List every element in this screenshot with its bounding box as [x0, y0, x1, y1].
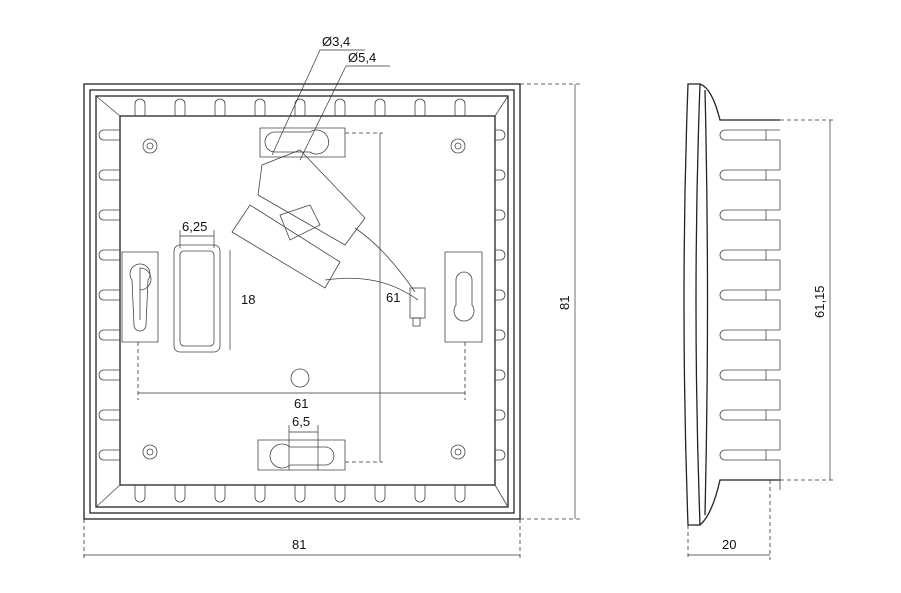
depth-label: 20	[722, 537, 737, 552]
overall-height-label: 81	[557, 295, 572, 310]
side-fin	[719, 249, 780, 261]
vent-slot-top	[214, 98, 226, 116]
vent-slot-bottom	[414, 485, 426, 503]
vent-slot-right	[495, 209, 506, 221]
vent-slot-right	[495, 129, 506, 141]
vent-slot-left	[98, 369, 120, 381]
base-plate	[119, 115, 496, 486]
vent-slot-right	[495, 329, 506, 341]
vent-slot-bottom	[374, 485, 386, 503]
vent-slot-right	[495, 249, 506, 261]
vent-slot-left	[98, 449, 120, 461]
vent-slot-bottom	[134, 485, 146, 503]
hole-small-diameter-label: Ø3,4	[322, 34, 351, 49]
vent-slot-left	[98, 129, 120, 141]
battery-holder	[231, 149, 426, 327]
vent-slot-top	[414, 98, 426, 116]
slot-height-label: 18	[241, 292, 256, 307]
front-view	[83, 49, 580, 560]
side-fin	[719, 409, 780, 421]
vent-slot-left	[98, 209, 120, 221]
side-fin	[719, 449, 780, 461]
slot-width-label: 6,25	[182, 219, 208, 234]
dimension-lines	[83, 49, 580, 560]
outer-frame	[83, 83, 521, 520]
vent-slot-left	[98, 409, 120, 421]
vent-slot-bottom	[174, 485, 186, 503]
frame-border	[89, 89, 515, 514]
vent-slot-right	[495, 449, 506, 461]
vent-slot-right	[495, 369, 506, 381]
vent-slot-left	[98, 249, 120, 261]
vent-slot-left	[98, 289, 120, 301]
side-fin	[719, 129, 780, 141]
vent-slot-right	[495, 289, 506, 301]
vent-slot-bottom	[254, 485, 266, 503]
keyhole-right	[444, 251, 483, 343]
vent-slot-right	[495, 409, 506, 421]
vent-slot-left	[98, 329, 120, 341]
vent-slot-right	[495, 169, 506, 181]
vent-slot-left	[98, 169, 120, 181]
vent-slot-top	[374, 98, 386, 116]
side-fin	[719, 289, 780, 301]
frame-inner-border	[95, 95, 509, 508]
vent-slots	[98, 98, 506, 503]
vent-slot-bottom	[334, 485, 346, 503]
side-fin	[719, 369, 780, 381]
vent-slot-top	[454, 98, 466, 116]
side-fin	[719, 329, 780, 341]
overall-width-label: 81	[292, 537, 307, 552]
vent-slot-bottom	[294, 485, 306, 503]
side-view	[683, 83, 835, 560]
mount-horizontal-spacing-label: 61	[294, 396, 309, 411]
keyhole-left	[121, 251, 159, 343]
hole-large-diameter-label: Ø5,4	[348, 50, 377, 65]
vent-slot-top	[174, 98, 186, 116]
side-fin	[719, 169, 780, 181]
vent-slot-bottom	[454, 485, 466, 503]
vent-slot-top	[294, 98, 306, 116]
fin-span-label: 61,15	[812, 285, 827, 318]
side-fin	[719, 209, 780, 221]
rectangular-slot	[173, 244, 221, 353]
keyhole-top	[259, 127, 346, 158]
vent-slot-top	[134, 98, 146, 116]
vent-slot-top	[254, 98, 266, 116]
vent-slot-bottom	[214, 485, 226, 503]
keyhole-bottom	[257, 439, 346, 471]
side-fins	[719, 129, 781, 490]
corner-screw-holes	[142, 138, 466, 460]
mount-vertical-spacing-label: 61	[386, 290, 401, 305]
keyhole-width-label: 6,5	[292, 414, 311, 429]
vent-slot-top	[334, 98, 346, 116]
